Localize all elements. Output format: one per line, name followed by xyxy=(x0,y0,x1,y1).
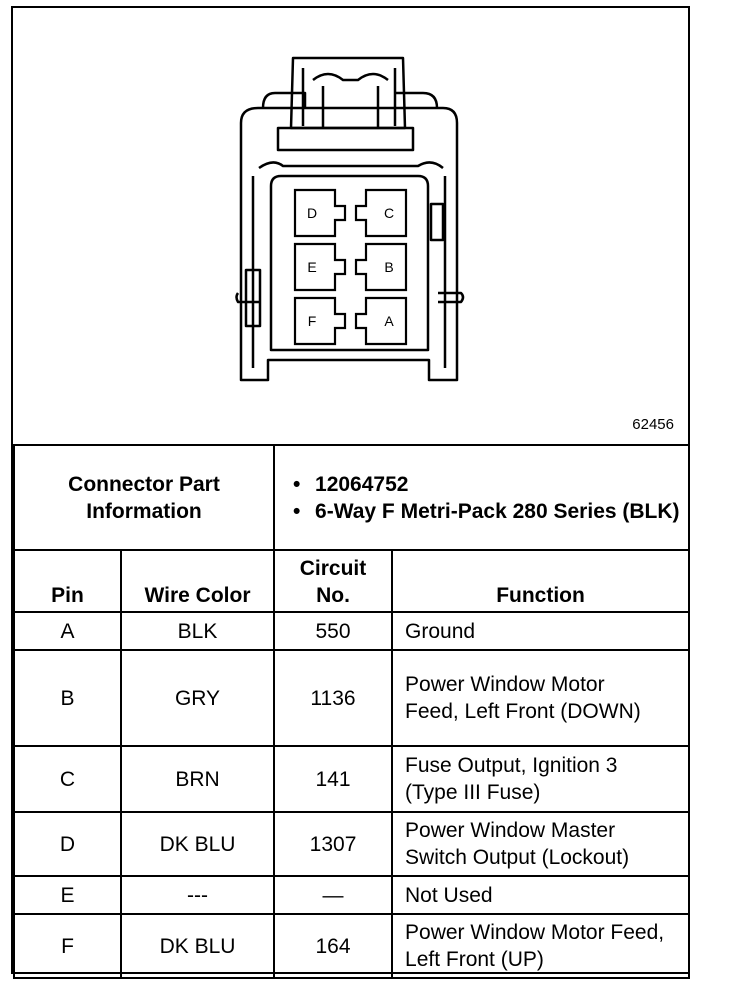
latch-hook xyxy=(312,72,389,82)
circuit-cell: 164 xyxy=(273,913,394,979)
connector-spec-table: Connector Part Information • 12064752 • 6-… xyxy=(12,444,691,979)
pin-cell: A xyxy=(13,611,122,651)
table-row: E --- — Not Used xyxy=(13,875,691,915)
figure-number: 62456 xyxy=(632,416,674,433)
pin-label-d: D xyxy=(307,205,317,221)
table-row: D DK BLU 1307 Power Window Master Switch… xyxy=(13,811,691,877)
wire-color-cell: DK BLU xyxy=(119,913,276,979)
header-circuit: Circuit No. xyxy=(273,549,394,613)
part-info-label: Connector Part Information xyxy=(12,444,276,551)
latch-outer xyxy=(289,56,407,130)
header-wire-color: Wire Color xyxy=(119,549,276,613)
header-row: Pin Wire Color Circuit No. Function xyxy=(13,549,691,613)
function-cell: Power Window Master Switch Output (Locko… xyxy=(391,811,691,877)
function-cell: Power Window Motor Feed, Left Front (UP) xyxy=(391,913,691,979)
wire-color-cell: BLK xyxy=(119,611,276,651)
pin-cell-b xyxy=(354,242,408,292)
pin-cell-f xyxy=(293,296,347,346)
function-cell: Fuse Output, Ignition 3 (Type III Fuse) xyxy=(391,745,691,813)
pin-cell: D xyxy=(13,811,122,877)
circuit-cell: 1136 xyxy=(273,649,394,747)
connector-face-drawing: D E F C B A xyxy=(235,56,465,382)
circuit-cell: 1307 xyxy=(273,811,394,877)
pin-label-b: B xyxy=(384,259,393,275)
pin-cell: C xyxy=(13,745,122,813)
table-row: B GRY 1136 Power Window Motor Feed, Left… xyxy=(13,649,691,747)
bullet-1: • xyxy=(293,472,301,496)
part-description: • 6-Way F Metri-Pack 280 Series (BLK) xyxy=(293,498,688,525)
circuit-cell: 550 xyxy=(273,611,394,651)
table-row: A BLK 550 Ground xyxy=(13,611,691,651)
pin-cell: E xyxy=(13,875,122,915)
wire-color-cell: --- xyxy=(119,875,276,915)
part-info-row: Connector Part Information • 12064752 • 6-… xyxy=(12,444,691,551)
pin-cell-d xyxy=(293,188,347,238)
connector-sheet: D E F C B A 62456 Connector Part Informa… xyxy=(11,6,691,979)
header-function: Function xyxy=(391,549,691,613)
connector-diagram: D E F C B A 62456 xyxy=(13,8,688,444)
housing-outline xyxy=(239,106,459,382)
part-number-text: 12064752 xyxy=(315,472,409,496)
part-description-text: 6-Way F Metri-Pack 280 Series (BLK) xyxy=(315,499,680,523)
pin-label-e: E xyxy=(307,259,316,275)
pin-label-c: C xyxy=(384,205,394,221)
header-pin: Pin xyxy=(13,549,122,613)
pin-label-a: A xyxy=(384,313,394,329)
wire-color-cell: BRN xyxy=(119,745,276,813)
table-row: F DK BLU 164 Power Window Motor Feed, Le… xyxy=(13,913,691,979)
wire-color-cell: GRY xyxy=(119,649,276,747)
pin-cell-c xyxy=(354,188,408,238)
pin-cell: B xyxy=(13,649,122,747)
bullet-2: • xyxy=(293,499,301,523)
side-slot xyxy=(429,202,445,242)
part-number: • 12064752 xyxy=(293,471,688,498)
circuit-cell: — xyxy=(273,875,394,915)
circuit-cell: 141 xyxy=(273,745,394,813)
function-cell: Not Used xyxy=(391,875,691,915)
wire-color-cell: DK BLU xyxy=(119,811,276,877)
function-cell: Power Window Motor Feed, Left Front (DOW… xyxy=(391,649,691,747)
pin-cell: F xyxy=(13,913,122,979)
pin-cavity xyxy=(269,174,430,352)
pin-cell-a xyxy=(354,296,408,346)
pin-cell-e xyxy=(293,242,347,292)
function-cell: Ground xyxy=(391,611,691,651)
side-tab xyxy=(244,268,262,328)
pin-label-f: F xyxy=(308,313,317,329)
table-row: C BRN 141 Fuse Output, Ignition 3 (Type … xyxy=(13,745,691,813)
part-info-values: • 12064752 • 6-Way F Metri-Pack 280 Series… xyxy=(273,444,691,551)
